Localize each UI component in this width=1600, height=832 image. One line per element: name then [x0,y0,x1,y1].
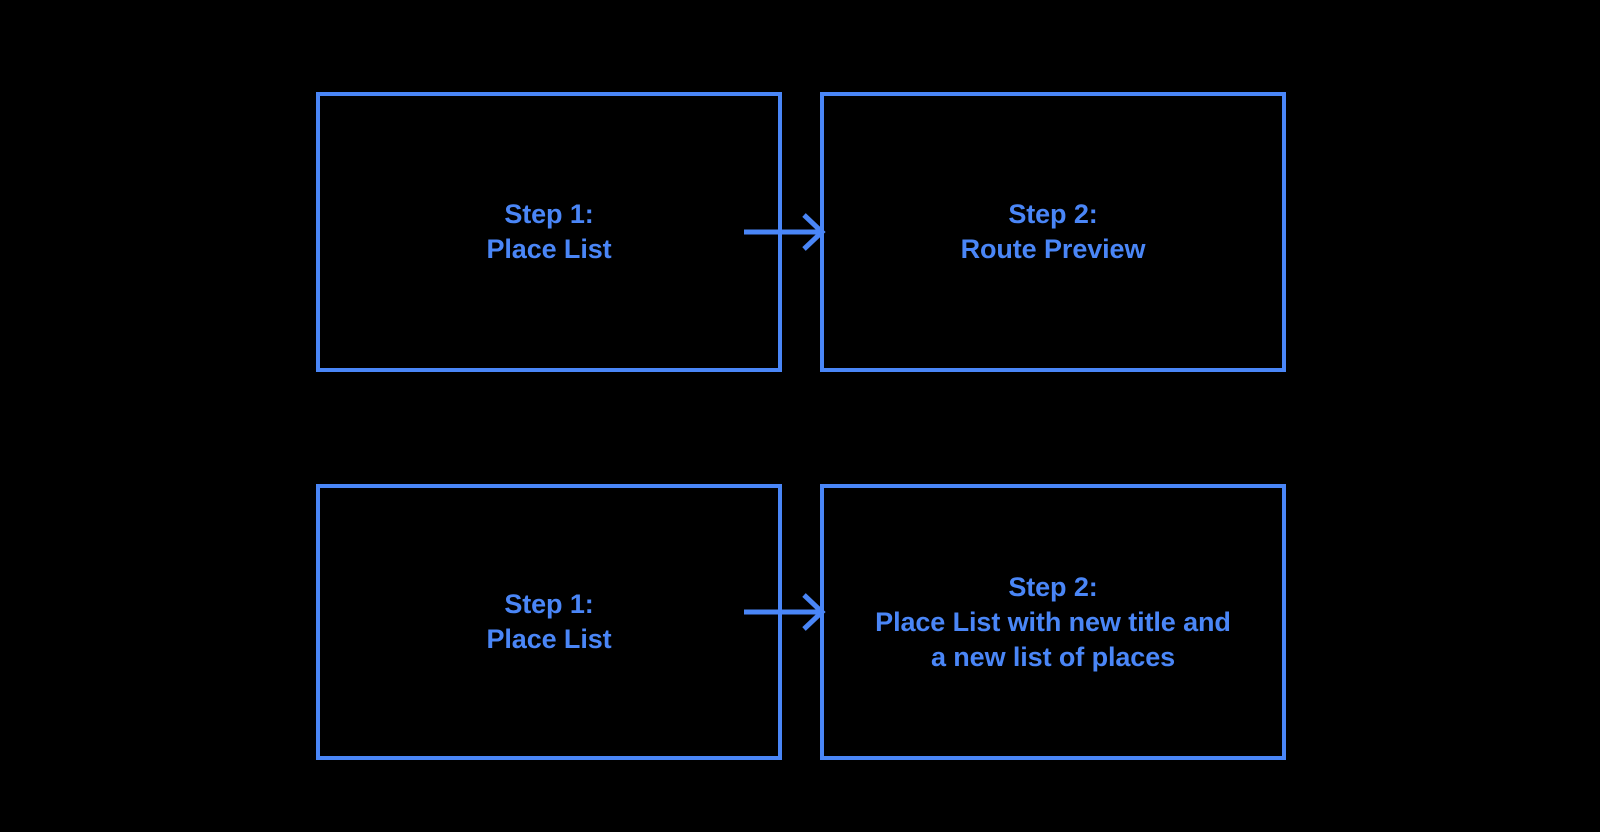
flow-node-row1-step1[interactable]: Step 1: Place List [316,92,782,372]
arrow-right-icon-row1 [744,213,826,251]
flow-node-label: Step 1: Place List [486,589,612,654]
flow-node-row1-step2[interactable]: Step 2: Route Preview [820,92,1286,372]
flow-node-label: Step 2: Place List with new title and a … [875,571,1231,672]
arrow-right-icon-row2 [744,593,826,631]
flow-node-label: Step 2: Route Preview [960,199,1146,264]
flow-node-row2-step2[interactable]: Step 2: Place List with new title and a … [820,484,1286,760]
flow-node-label: Step 1: Place List [486,199,612,264]
flow-node-row2-step1[interactable]: Step 1: Place List [316,484,782,760]
